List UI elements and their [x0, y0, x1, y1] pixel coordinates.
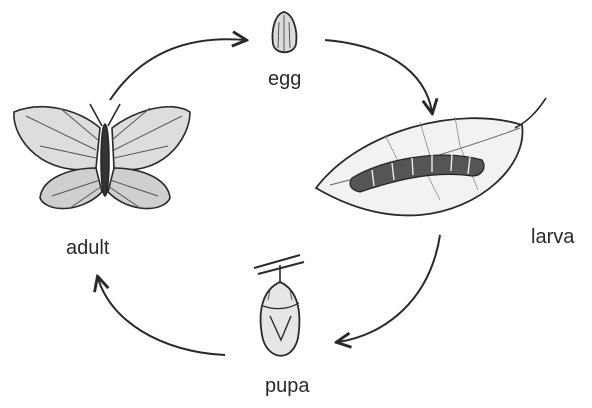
arrow-adult-to-egg	[110, 39, 245, 100]
egg-icon	[272, 12, 296, 52]
leaf-with-caterpillar-icon	[316, 98, 546, 215]
stage-label-adult: adult	[66, 237, 109, 259]
arrow-pupa-to-adult	[98, 278, 225, 355]
stage-label-larva: larva	[531, 226, 574, 248]
arrow-egg-to-larva	[325, 40, 432, 112]
stage-label-pupa: pupa	[265, 375, 310, 397]
chrysalis-icon	[254, 255, 304, 356]
butterfly-icon	[14, 104, 190, 209]
arrow-larva-to-pupa	[338, 235, 440, 342]
stage-label-egg: egg	[268, 68, 301, 90]
